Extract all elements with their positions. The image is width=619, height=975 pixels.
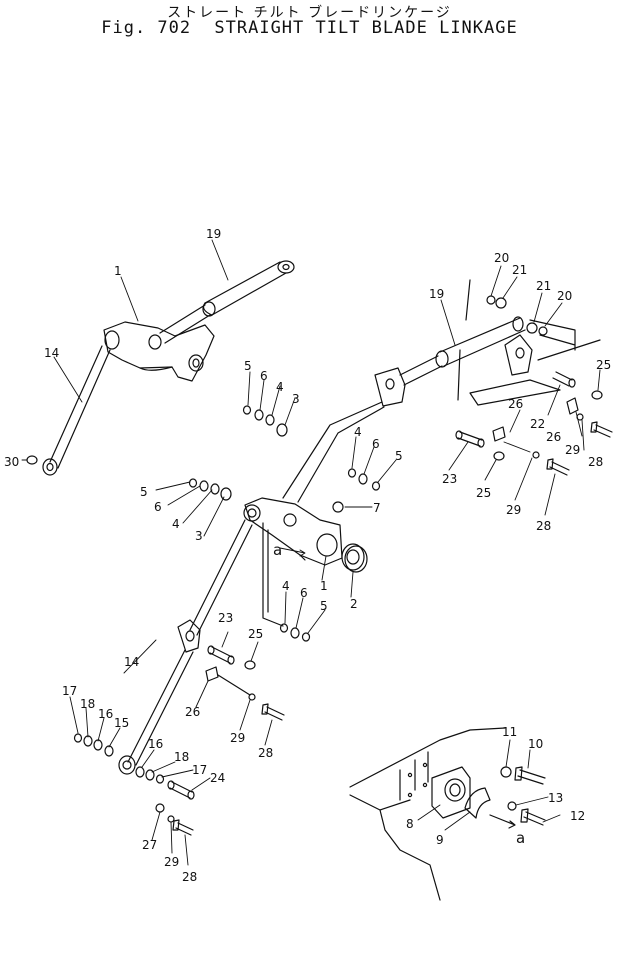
callout-23: 23 xyxy=(218,611,233,625)
callout-labels: 19 1 14 30 20 21 21 20 19 25 26 22 26 29… xyxy=(4,227,611,884)
callout-12: 12 xyxy=(570,809,585,823)
callout-27: 27 xyxy=(142,838,157,852)
callout-4: 4 xyxy=(282,579,290,593)
lower-left-hardware xyxy=(73,645,285,836)
lower-link-14 xyxy=(118,519,253,775)
callout-20: 20 xyxy=(557,289,572,303)
callout-29: 29 xyxy=(506,503,521,517)
callout-11: 11 xyxy=(502,725,517,739)
callout-5: 5 xyxy=(395,449,403,463)
figure-title: Fig. 702 STRAIGHT TILT BLADE LINKAGE xyxy=(0,18,619,38)
bushing-2 xyxy=(341,543,368,573)
nut-30 xyxy=(26,455,38,465)
callout-13: 13 xyxy=(548,791,563,805)
callout-4: 4 xyxy=(276,380,284,394)
callout-29: 29 xyxy=(164,855,179,869)
callout-6: 6 xyxy=(154,500,162,514)
callout-23: 23 xyxy=(442,472,457,486)
callout-1: 1 xyxy=(320,579,328,593)
left-tilt-cylinder xyxy=(103,260,295,382)
callout-25: 25 xyxy=(596,358,611,372)
callout-3: 3 xyxy=(292,392,300,406)
callout-25: 25 xyxy=(248,627,263,641)
callout-18: 18 xyxy=(80,697,95,711)
leaders-lower-left xyxy=(69,631,273,866)
callout-26: 26 xyxy=(508,397,523,411)
callout-5: 5 xyxy=(140,485,148,499)
callout-14: 14 xyxy=(124,655,139,669)
callout-29: 29 xyxy=(230,731,245,745)
callout-16: 16 xyxy=(148,737,163,751)
callout-26: 26 xyxy=(185,705,200,719)
callout-4: 4 xyxy=(354,425,362,439)
callout-21: 21 xyxy=(512,263,527,277)
title-japanese: ストレート チルト ブレードリンケージ xyxy=(167,5,452,21)
callout-17: 17 xyxy=(192,763,207,777)
callout-9: 9 xyxy=(436,833,444,847)
callout-25: 25 xyxy=(476,486,491,500)
callout-6: 6 xyxy=(372,437,380,451)
callout-28: 28 xyxy=(536,519,551,533)
callout-10: 10 xyxy=(528,737,543,751)
callout-21: 21 xyxy=(536,279,551,293)
callout-26: 26 xyxy=(546,430,561,444)
callout-7: 7 xyxy=(373,501,381,515)
callout-8: 8 xyxy=(406,817,414,831)
leaders-upper-right xyxy=(440,265,601,516)
callout-6: 6 xyxy=(260,369,268,383)
blade-pivot-assembly xyxy=(349,727,546,901)
right-tilt-cylinder xyxy=(374,279,601,407)
leaders-upper-left xyxy=(21,239,229,461)
callout-14: 14 xyxy=(44,346,59,360)
callout-28: 28 xyxy=(588,455,603,469)
callout-1: 1 xyxy=(114,264,122,278)
reference-a-upper: a xyxy=(273,541,282,559)
right-bracket-hardware xyxy=(455,295,613,476)
center-washers xyxy=(188,405,381,642)
leaders-center xyxy=(155,371,397,634)
callout-28: 28 xyxy=(258,746,273,760)
callout-6: 6 xyxy=(300,586,308,600)
callout-18: 18 xyxy=(174,750,189,764)
callout-5: 5 xyxy=(320,599,328,613)
callout-15: 15 xyxy=(114,716,129,730)
callout-19: 19 xyxy=(429,287,444,301)
callout-3: 3 xyxy=(195,529,203,543)
figure-title-text: STRAIGHT TILT BLADE LINKAGE xyxy=(214,18,518,38)
leaders-lower-right xyxy=(417,739,561,831)
callout-5: 5 xyxy=(244,359,252,373)
callout-17: 17 xyxy=(62,684,77,698)
callout-24: 24 xyxy=(210,771,225,785)
callout-2: 2 xyxy=(350,597,358,611)
callout-16: 16 xyxy=(98,707,113,721)
callout-20: 20 xyxy=(494,251,509,265)
callout-4: 4 xyxy=(172,517,180,531)
callout-22: 22 xyxy=(530,417,545,431)
callout-29: 29 xyxy=(565,443,580,457)
callout-28: 28 xyxy=(182,870,197,884)
left-tilt-lever-link xyxy=(42,345,111,476)
callout-19: 19 xyxy=(206,227,221,241)
callout-30: 30 xyxy=(4,455,19,469)
figure-number: Fig. 702 xyxy=(101,18,192,38)
reference-a-lower: a xyxy=(516,829,525,847)
